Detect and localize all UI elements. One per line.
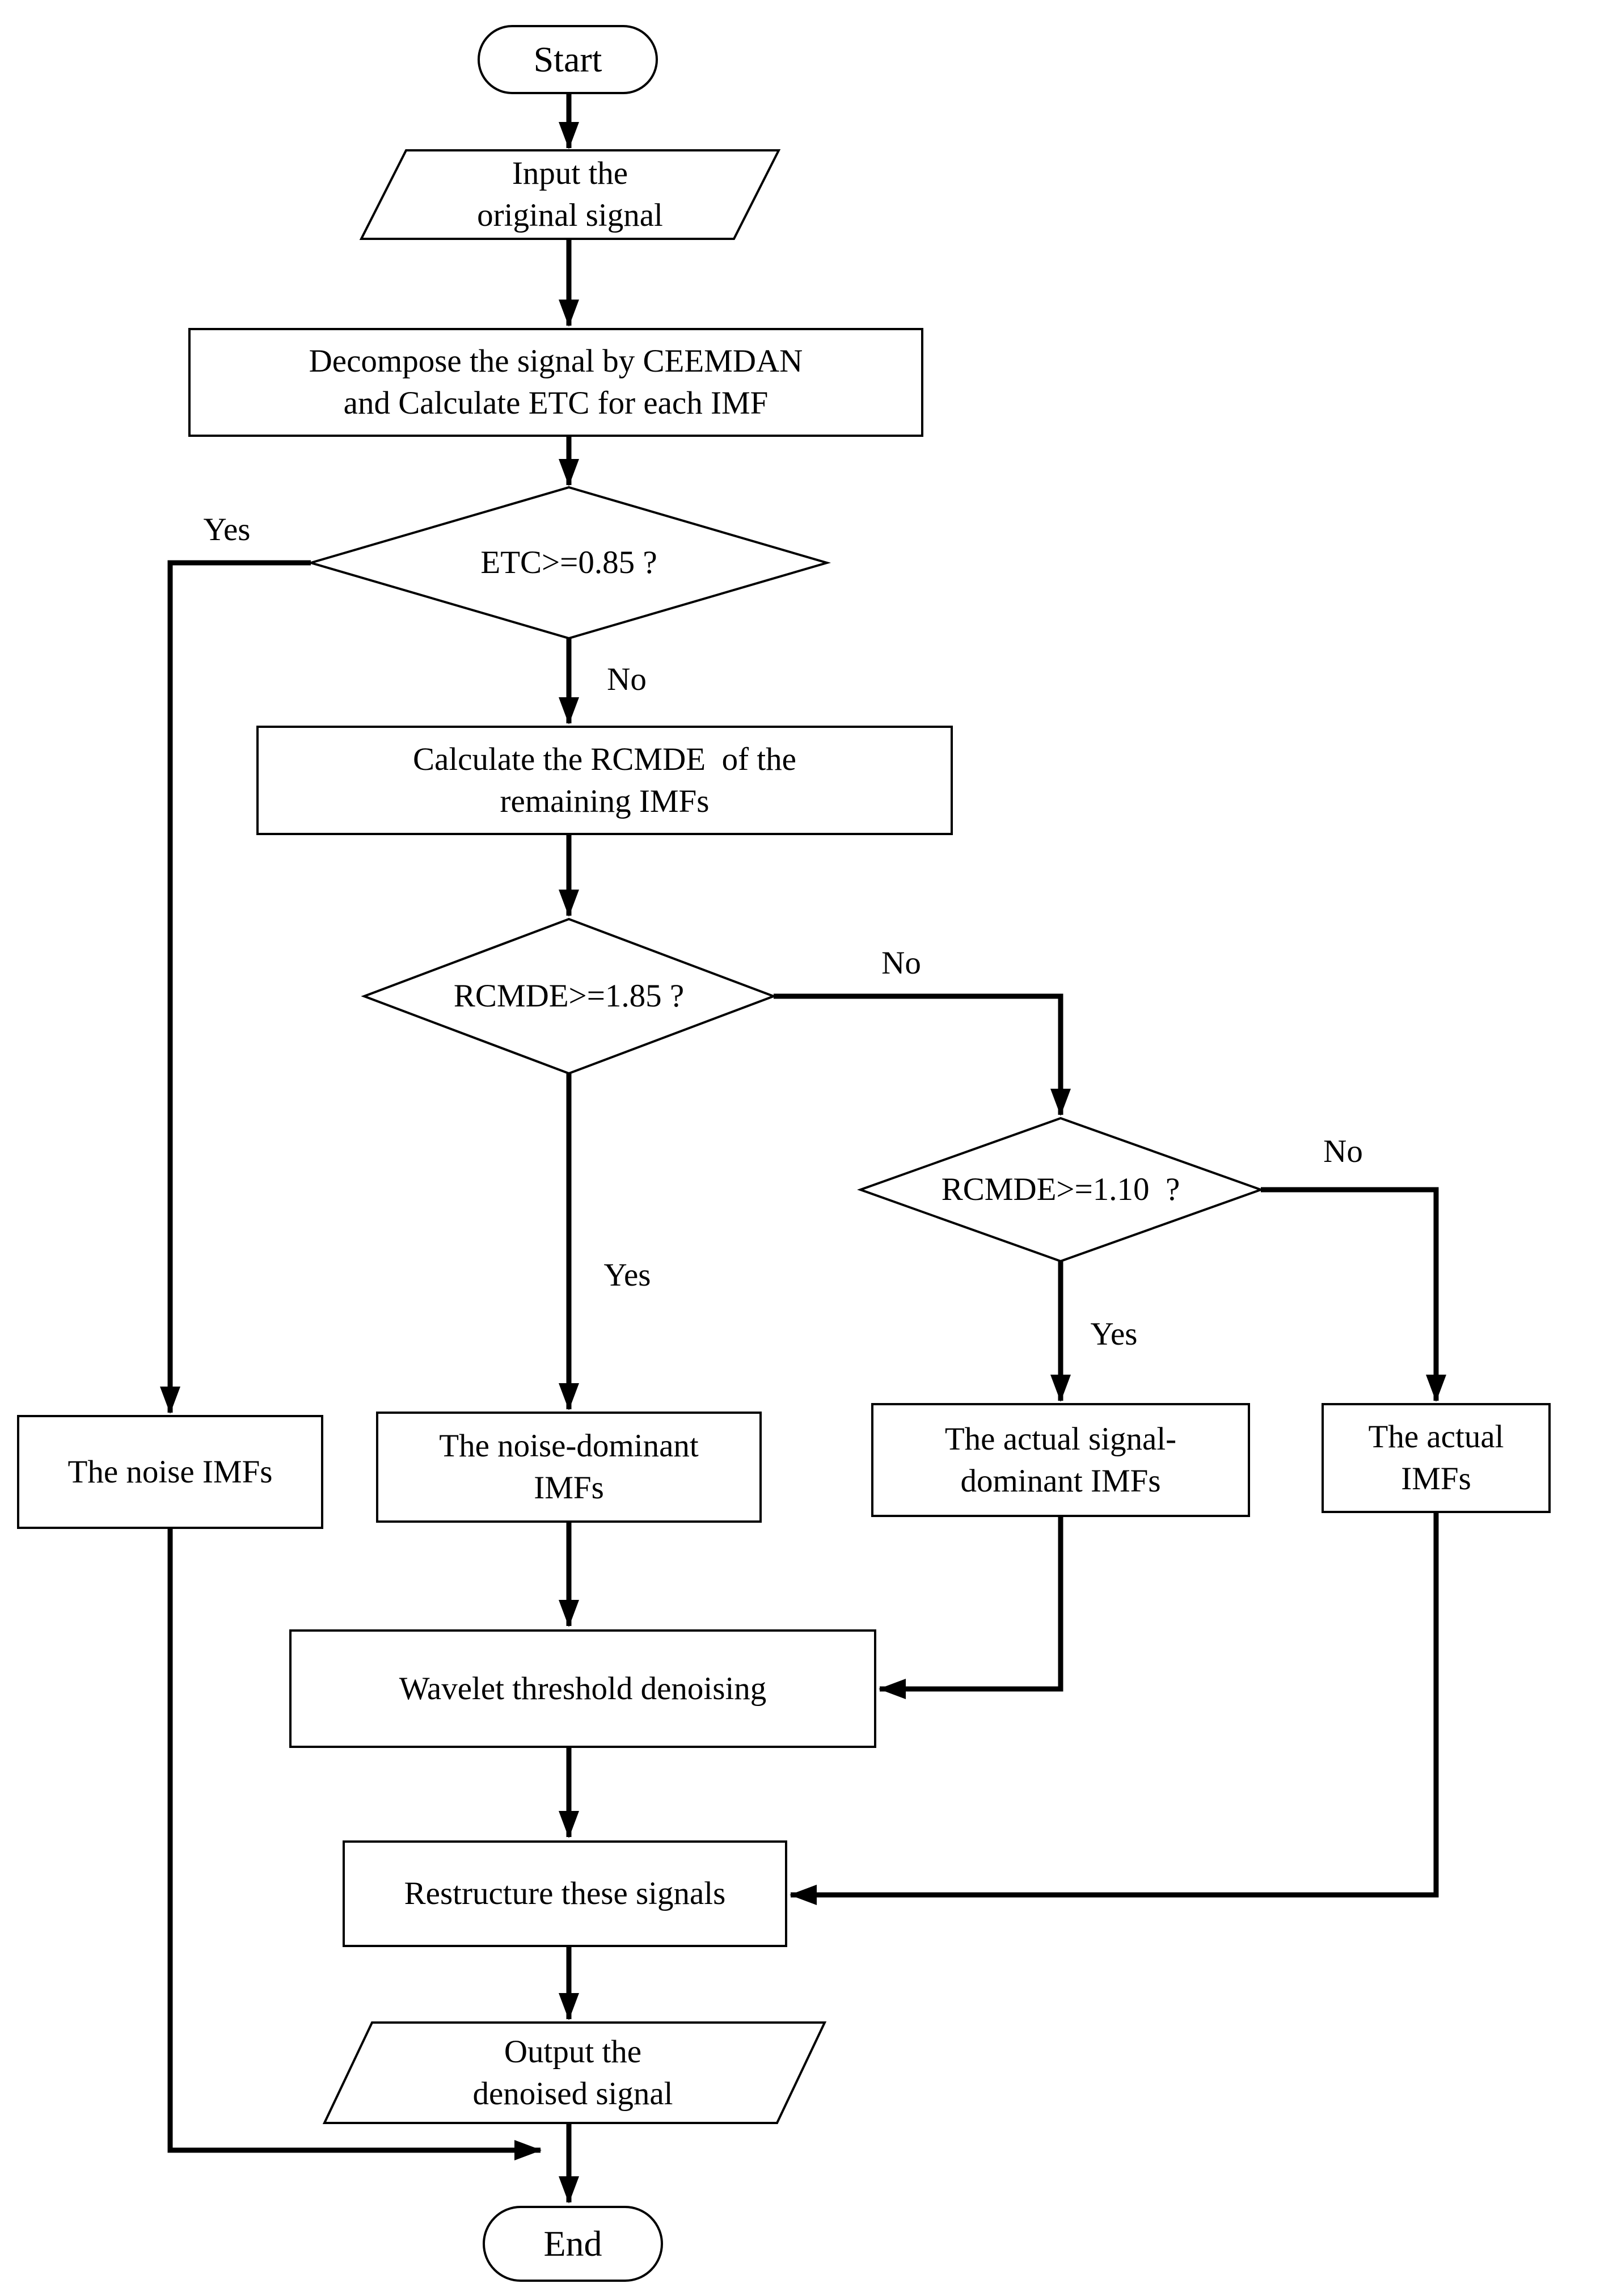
restructure-process: Restructure these signals (343, 1840, 787, 1947)
noise-imfs-box: The noise IMFs (17, 1415, 323, 1529)
etc-decision-diamond-shape (306, 486, 831, 640)
decompose-line2: and Calculate ETC for each IMF (343, 385, 769, 421)
rcmde-calc-process: Calculate the RCMDE of the remaining IMF… (256, 726, 953, 835)
signal-dominant-box: The actual signal- dominant IMFs (871, 1403, 1250, 1517)
noise-imfs-label: The noise IMFs (67, 1454, 273, 1490)
wavelet-label: Wavelet threshold denoising (399, 1670, 767, 1707)
start-label: Start (533, 39, 602, 79)
actual-imfs-line2: IMFs (1401, 1461, 1471, 1497)
edge-actualimfs-to-restructure (790, 1513, 1439, 1905)
wavelet-process: Wavelet threshold denoising (289, 1629, 876, 1748)
etc-no-label: No (607, 662, 647, 697)
decompose-line1: Decompose the signal by CEEMDAN (309, 343, 803, 379)
decompose-process: Decompose the signal by CEEMDAN and Calc… (188, 328, 923, 437)
signal-dominant-line2: dominant IMFs (960, 1463, 1161, 1499)
edge-signaldom-to-wavelet (879, 1517, 1063, 1699)
rcmde-calc-line1: Calculate the RCMDE of the (413, 741, 796, 777)
noise-dominant-line2: IMFs (534, 1470, 604, 1506)
rcmde185-yes-label: Yes (603, 1257, 651, 1293)
actual-imfs-line1: The actual (1368, 1419, 1504, 1455)
end-label: End (543, 2223, 602, 2264)
actual-imfs-box: The actual IMFs (1322, 1403, 1551, 1513)
edge-noise-to-junction (167, 1529, 542, 2160)
edge-etc-yes-left (160, 560, 311, 1414)
start-terminator: Start (478, 25, 658, 94)
rcmde-calc-line2: remaining IMFs (500, 783, 710, 819)
end-terminator: End (483, 2206, 663, 2282)
noise-dominant-line1: The noise-dominant (439, 1428, 699, 1464)
rcmde110-yes-label: Yes (1090, 1316, 1138, 1352)
etc-yes-label: Yes (203, 512, 251, 547)
noise-dominant-box: The noise-dominant IMFs (376, 1412, 762, 1523)
rcmde185-decision-diamond-shape (361, 917, 777, 1075)
input-parallelogram-shape (359, 149, 781, 240)
restructure-label: Restructure these signals (404, 1876, 726, 1911)
edge-d185-no-right (774, 993, 1071, 1116)
rcmde110-no-label: No (1323, 1134, 1363, 1169)
output-parallelogram-shape (322, 2021, 827, 2124)
edge-d110-no-right (1261, 1187, 1446, 1402)
rcmde110-decision-diamond-shape (857, 1117, 1264, 1263)
rcmde185-no-label: No (881, 945, 921, 981)
signal-dominant-line1: The actual signal- (944, 1421, 1177, 1457)
